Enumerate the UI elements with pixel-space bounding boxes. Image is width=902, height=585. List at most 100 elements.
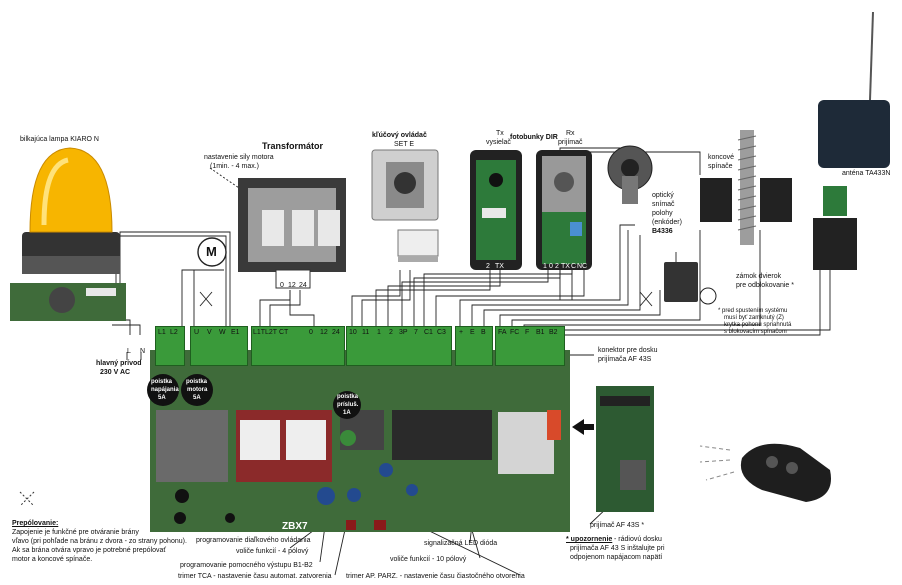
terminal-label: V: [207, 329, 212, 336]
warning-lamp-image: [10, 147, 126, 321]
encoder-label: (enkóder): [652, 219, 682, 226]
terminal-label: E: [470, 329, 475, 336]
rx-pin: 2: [555, 263, 559, 270]
fuse-acc-label: poistka: [337, 394, 359, 400]
fuse-acc-label: prísluš.: [337, 402, 359, 408]
lock-note: musí byť zamknutý (Z): [724, 315, 784, 321]
terminal-label: U: [194, 329, 200, 336]
limit-switch-label: koncové: [708, 154, 735, 161]
board-model: ZBX7: [282, 521, 308, 532]
tx-pin: 2: [486, 263, 490, 270]
terminal-label: +: [459, 329, 464, 336]
key-switch-label: kľúčový ovládač: [372, 132, 427, 139]
warning-title: * upozornenie: [566, 536, 613, 543]
prepol-text: vľavo (pri pohľade na bránu z dvora - zo…: [12, 538, 187, 545]
control-board-image: [150, 350, 570, 532]
terminal-label: 12: [320, 329, 328, 336]
fuse-mains-label: poistka: [151, 379, 173, 385]
warning-text: odpojenom napájacom napätí: [570, 554, 663, 561]
rx-sub: prijímač: [558, 139, 583, 146]
mains-voltage: 230 V AC: [100, 369, 131, 376]
motor-letter: M: [206, 244, 217, 259]
terminal-label: 3P: [399, 329, 408, 336]
transformer-pin: 0: [280, 282, 284, 289]
lock-note: s blokovacím spínačom: [724, 329, 787, 335]
lock-note: * pred spustením systému: [718, 308, 788, 314]
terminal-block-5: [455, 326, 493, 366]
terminal-label: 11: [362, 329, 370, 336]
terminal-label: F: [525, 329, 530, 336]
remote-control-image: [699, 443, 831, 502]
rx-pin: 0: [549, 263, 553, 270]
transformer-pin: 24: [299, 282, 307, 289]
mains-L: L: [127, 348, 131, 355]
fuse-motor-label: 5A: [193, 395, 201, 401]
door-lock-switch-image: [664, 262, 717, 305]
lock-note: kryt­ka pohonu spriahnutá: [724, 322, 792, 328]
fuses-image: [147, 374, 361, 419]
terminal-label: C3: [437, 329, 446, 336]
terminal-label: 1: [377, 329, 381, 336]
fuse-acc-label: 1A: [343, 410, 351, 416]
terminal-block-4: [346, 326, 452, 366]
terminal-label: CT: [279, 329, 289, 336]
fuse-mains-label: napájania: [151, 387, 179, 393]
terminal-label: B1: [536, 329, 545, 336]
led-label: signalizačná LED dióda: [424, 540, 498, 547]
terminal-label: B2: [549, 329, 558, 336]
trimer-ap-label: trimer AP. PARZ. - nastavenie času čiast…: [346, 573, 525, 580]
transformer-pin: 12: [288, 282, 296, 289]
prog-aux-label: programovanie pomocného výstupu B1-B2: [180, 562, 313, 569]
prepol-text: Ak sa brána otvára vpravo je potrebné pr…: [12, 547, 166, 554]
dip10-label: voliče funkcií - 10 pólový: [390, 556, 467, 563]
encoder-label: snímač: [652, 201, 675, 208]
limit-switch-label: spínače: [708, 163, 733, 170]
rx-label: Rx: [566, 130, 575, 137]
terminal-label: 10: [349, 329, 357, 336]
connector-label: prijímača AF 43S: [598, 356, 652, 363]
terminal-label: W: [219, 329, 226, 336]
terminal-label: E1: [231, 329, 240, 336]
lock-label: zámok dvierok: [736, 273, 782, 280]
receiver-board-image: [596, 386, 654, 512]
terminal-label: FA: [498, 329, 507, 336]
terminal-label: L1: [158, 329, 166, 336]
transformer-image: [238, 178, 346, 289]
fuse-mains-label: 5A: [158, 395, 166, 401]
key-switch-model: SET E: [394, 141, 415, 148]
terminal-label: L1T: [253, 329, 266, 336]
motor-symbol: [197, 237, 227, 267]
tx-sub: vysielač: [486, 139, 511, 146]
fuse-motor-label: poistka: [186, 379, 208, 385]
rx-pin: 1: [543, 263, 547, 270]
prepol-title: Prepólovanie:: [12, 520, 59, 527]
rx-pin: NC: [577, 263, 588, 270]
terminal-label: 0: [309, 329, 313, 336]
photocell-rx-image: [536, 150, 592, 270]
fuse-motor-label: motora: [187, 387, 208, 393]
warning-text: - rádiovú dosku: [614, 536, 662, 543]
dip4-label: voliče funkcií - 4 pólový: [236, 548, 309, 555]
prog-remote-label: programovanie diaľkového ovládania: [196, 537, 311, 544]
terminal-label: C1: [424, 329, 433, 336]
prepol-marker-icon: [19, 491, 35, 507]
terminal-label: B: [481, 329, 486, 336]
prepol-text: Zapojenie je funkčné pre otváranie brány: [12, 529, 139, 536]
mains-N: N: [140, 348, 146, 355]
terminal-label: 24: [332, 329, 340, 336]
trimer-tca-label: trimer TCA - nastavenie času automat. za…: [178, 573, 332, 580]
terminal-block-3: [251, 326, 345, 366]
terminal-block-2: [190, 326, 248, 366]
photocell-tx-image: [470, 150, 522, 270]
limit-switch-image: [700, 130, 792, 245]
receiver-board-label: prijímač AF 43S *: [590, 522, 645, 529]
encoder-image: [607, 145, 653, 204]
lock-sub: pre odblokovanie *: [736, 282, 794, 289]
lamp-label: bilkajúca lampa KIARO N: [20, 136, 99, 143]
photocells-label: fotobunky DIR: [510, 134, 558, 141]
terminal-block-1: [155, 326, 185, 366]
antenna-label: anténa TA433N: [842, 170, 891, 177]
mains-label: hlavný prívod: [96, 360, 142, 367]
prepol-text: motor a koncové spínače.: [12, 556, 93, 563]
